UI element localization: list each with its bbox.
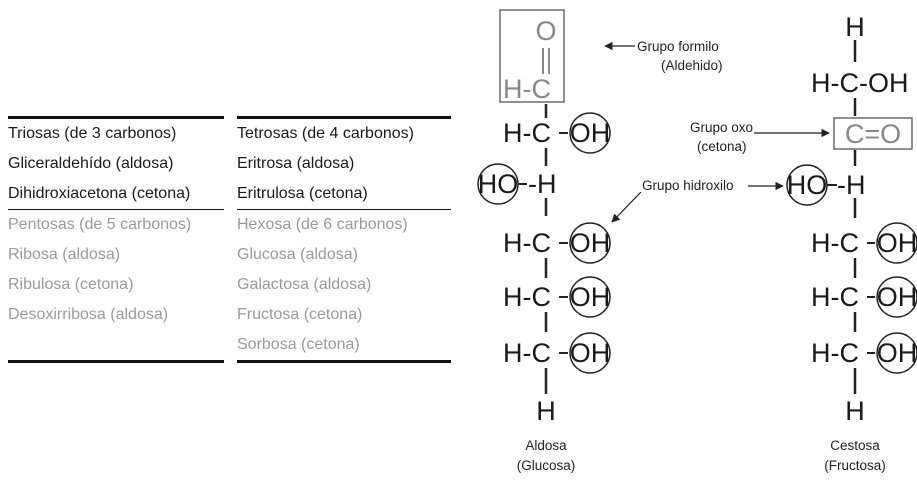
- atom-oh: OH: [877, 228, 917, 258]
- atom-hc-row6: H-C: [811, 338, 859, 368]
- atom-oh: OH: [570, 118, 611, 148]
- table-cell: Pentosas (de 5 carbonos): [8, 216, 192, 233]
- label-grupo-formilo: Grupo formilo: [637, 39, 719, 54]
- atom-oh: OH: [570, 228, 611, 258]
- label-grupo-hidroxilo: Grupo hidroxilo: [642, 178, 734, 193]
- table-cell: Fructosa (cetona): [237, 306, 363, 323]
- table-bottom-rule: [237, 360, 451, 363]
- label-cetona: (cetona): [697, 139, 747, 154]
- table-cell: Desoxirribosa (aldosa): [8, 306, 169, 323]
- caption-aldosa: Aldosa: [525, 438, 567, 453]
- atom-h-bottom: H: [536, 396, 556, 426]
- atom-hc-row5: H-C: [811, 282, 859, 312]
- atom-oh: OH: [570, 282, 611, 312]
- table-cell-empty: [8, 330, 224, 360]
- table-cell: Gliceraldehído (aldosa): [8, 155, 174, 172]
- atom-ho: HO: [787, 170, 828, 200]
- atom-o: O: [535, 16, 556, 46]
- atom-hc-row4: H-C: [503, 228, 551, 258]
- hydroxyl-circle: [569, 222, 611, 264]
- hidroxilo-arrow-left: [611, 191, 642, 223]
- sugar-structure-diagram: O H-C H-C OH HO -H H-C OH H-C OH H-C OH …: [477, 9, 917, 473]
- atom-oh: OH: [877, 338, 917, 368]
- table-mid-rule: [237, 209, 451, 210]
- atom-ho: HO: [478, 169, 519, 199]
- atom-h-bottom: H: [845, 396, 865, 426]
- atom-hc-row2: H-C: [503, 118, 551, 148]
- atom-c-h: -H: [528, 169, 557, 199]
- table-cell: Eritrulosa (cetona): [237, 185, 368, 202]
- atom-hc-row6: H-C: [503, 338, 551, 368]
- caption-glucosa: (Glucosa): [517, 458, 576, 473]
- table-cell: Triosas (de 3 carbonos): [8, 125, 177, 142]
- table-cell: Galactosa (aldosa): [237, 276, 372, 293]
- table-cell: Sorbosa (cetona): [237, 336, 360, 353]
- atom-h-top: H: [845, 12, 865, 42]
- formyl-group-box: [499, 9, 565, 103]
- atom-co: C=O: [845, 119, 901, 149]
- atom-hcoh: H-C-OH: [811, 68, 908, 98]
- oxo-group-box: [833, 117, 913, 150]
- aldosa-structure: O H-C H-C OH HO -H H-C OH H-C OH H-C OH …: [477, 9, 611, 426]
- label-grupo-oxo: Grupo oxo: [690, 120, 753, 135]
- atom-hc-row4: H-C: [811, 228, 859, 258]
- table-cell: Tetrosas (de 4 carbonos): [237, 125, 414, 142]
- cetosa-structure: H H-C-OH C=O HO -H H-C OH H-C OH H-C OH …: [786, 12, 917, 426]
- label-aldehido: (Aldehido): [661, 58, 723, 73]
- table-cell: Dihidroxiacetona (cetona): [8, 185, 191, 202]
- hydroxyl-circle: [876, 222, 917, 264]
- hydroxyl-circle: [876, 276, 917, 318]
- hydroxyl-circle: [569, 276, 611, 318]
- annotations: Grupo formilo (Aldehido) Grupo oxo (ceto…: [517, 39, 886, 473]
- atom-c-h: -H: [837, 170, 866, 200]
- table-bottom-rule: [8, 360, 224, 363]
- table-top-rule: [8, 116, 224, 119]
- table-cell: Eritrosa (aldosa): [237, 155, 355, 172]
- table-cell: Glucosa (aldosa): [237, 246, 358, 263]
- table-column-right: Tetrosas (de 4 carbonos) Eritrosa (aldos…: [237, 116, 451, 363]
- table-mid-rule: [8, 209, 224, 210]
- atom-oh: OH: [570, 338, 611, 368]
- caption-cetosa: Cestosa: [830, 438, 880, 453]
- table-top-rule: [237, 116, 451, 119]
- table-cell: Ribulosa (cetona): [8, 276, 134, 293]
- table-cell: Ribosa (aldosa): [8, 246, 121, 263]
- hydroxyl-circle: [569, 332, 611, 374]
- hydroxyl-circle: [876, 332, 917, 374]
- atom-hc-row5: H-C: [503, 282, 551, 312]
- hydroxyl-circle: [569, 112, 611, 154]
- table-cell: Hexosa (de 6 carbonos): [237, 216, 408, 233]
- caption-fructosa: (Fructosa): [824, 458, 886, 473]
- atom-oh: OH: [877, 282, 917, 312]
- atom-hc: H-C: [503, 74, 551, 104]
- table-column-left: Triosas (de 3 carbonos) Gliceraldehído (…: [8, 116, 224, 363]
